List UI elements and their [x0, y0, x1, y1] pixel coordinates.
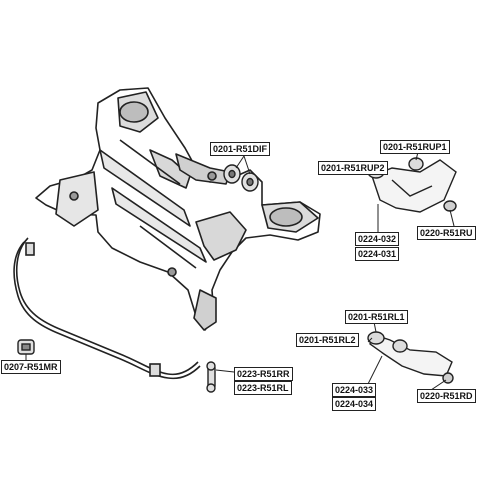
upper-control-arm [367, 157, 457, 213]
label-lower-arm-front-bushing: 0201-R51RL2 [296, 333, 359, 347]
stabilizer-mount-bushing [17, 339, 35, 355]
diff-mount-bushings [223, 164, 259, 192]
label-upper-ball-joint: 0220-R51RU [417, 226, 476, 240]
label-upper-arm-rear-bushing: 0201-R51RUP1 [380, 140, 450, 154]
label-upper-arm-left: 0224-032 [355, 232, 400, 246]
label-diff-mount: 0201-R51DIF [210, 142, 271, 156]
label-lower-arm-right: 0224-034 [332, 397, 377, 411]
stabilizer-links [206, 361, 216, 393]
label-upper-arm-front-bushing: 0201-R51RUP2 [318, 161, 388, 175]
label-upper-arm-right: 0224-031 [355, 247, 400, 261]
label-stabilizer-link-left: 0223-R51RL [234, 381, 292, 395]
label-lower-arm-rear-bushing: 0201-R51RL1 [345, 310, 408, 324]
label-lower-arm-left: 0224-033 [332, 383, 377, 397]
label-lower-ball-joint: 0220-R51RD [417, 389, 476, 403]
lower-control-arm [367, 331, 454, 384]
stabilizer-bar [13, 237, 201, 380]
label-stabilizer-link-right: 0223-R51RR [234, 367, 293, 381]
rear-subframe [35, 87, 321, 331]
label-stabilizer-mount: 0207-R51MR [1, 360, 61, 374]
